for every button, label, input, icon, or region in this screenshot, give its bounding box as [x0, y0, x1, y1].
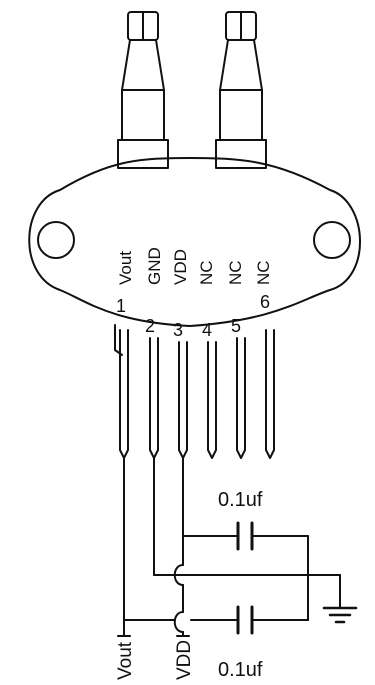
pin-label-4: NC — [197, 260, 216, 285]
pressure-port-right — [215, 11, 267, 169]
pin-label-2: GND — [145, 247, 164, 285]
capacitor-top — [236, 521, 254, 551]
wiring — [123, 457, 341, 637]
pin-number-6: 6 — [260, 292, 270, 312]
pin-label-6: NC — [254, 260, 273, 285]
pin-label-3: VDD — [171, 249, 190, 285]
capacitor-bottom — [236, 605, 254, 635]
pin-4 — [207, 341, 217, 459]
ground-icon — [322, 606, 358, 624]
sensor-body — [28, 157, 361, 327]
capacitor-bottom-value: 0.1uf — [218, 659, 263, 681]
pin-3 — [178, 341, 188, 459]
terminal-label-vout: Vout — [115, 641, 136, 680]
pin-5 — [236, 337, 246, 459]
capacitor-top-value: 0.1uf — [218, 489, 263, 511]
pin-label-1: Vout — [116, 251, 135, 285]
pressure-port-left — [117, 11, 169, 169]
pin-label-5: NC — [226, 260, 245, 285]
pin-6 — [265, 329, 275, 459]
pin-number-4: 4 — [202, 320, 212, 340]
pin-number-2: 2 — [145, 316, 155, 336]
pin-2 — [149, 337, 159, 459]
pin-1 — [119, 329, 129, 459]
pin-number-1: 1 — [116, 296, 126, 316]
mount-hole-left — [37, 221, 75, 259]
mount-hole-right — [313, 221, 351, 259]
pins — [119, 329, 275, 459]
pin-number-5: 5 — [231, 316, 241, 336]
terminal-label-vdd: VDD — [174, 640, 195, 680]
pin-number-3: 3 — [173, 320, 183, 340]
